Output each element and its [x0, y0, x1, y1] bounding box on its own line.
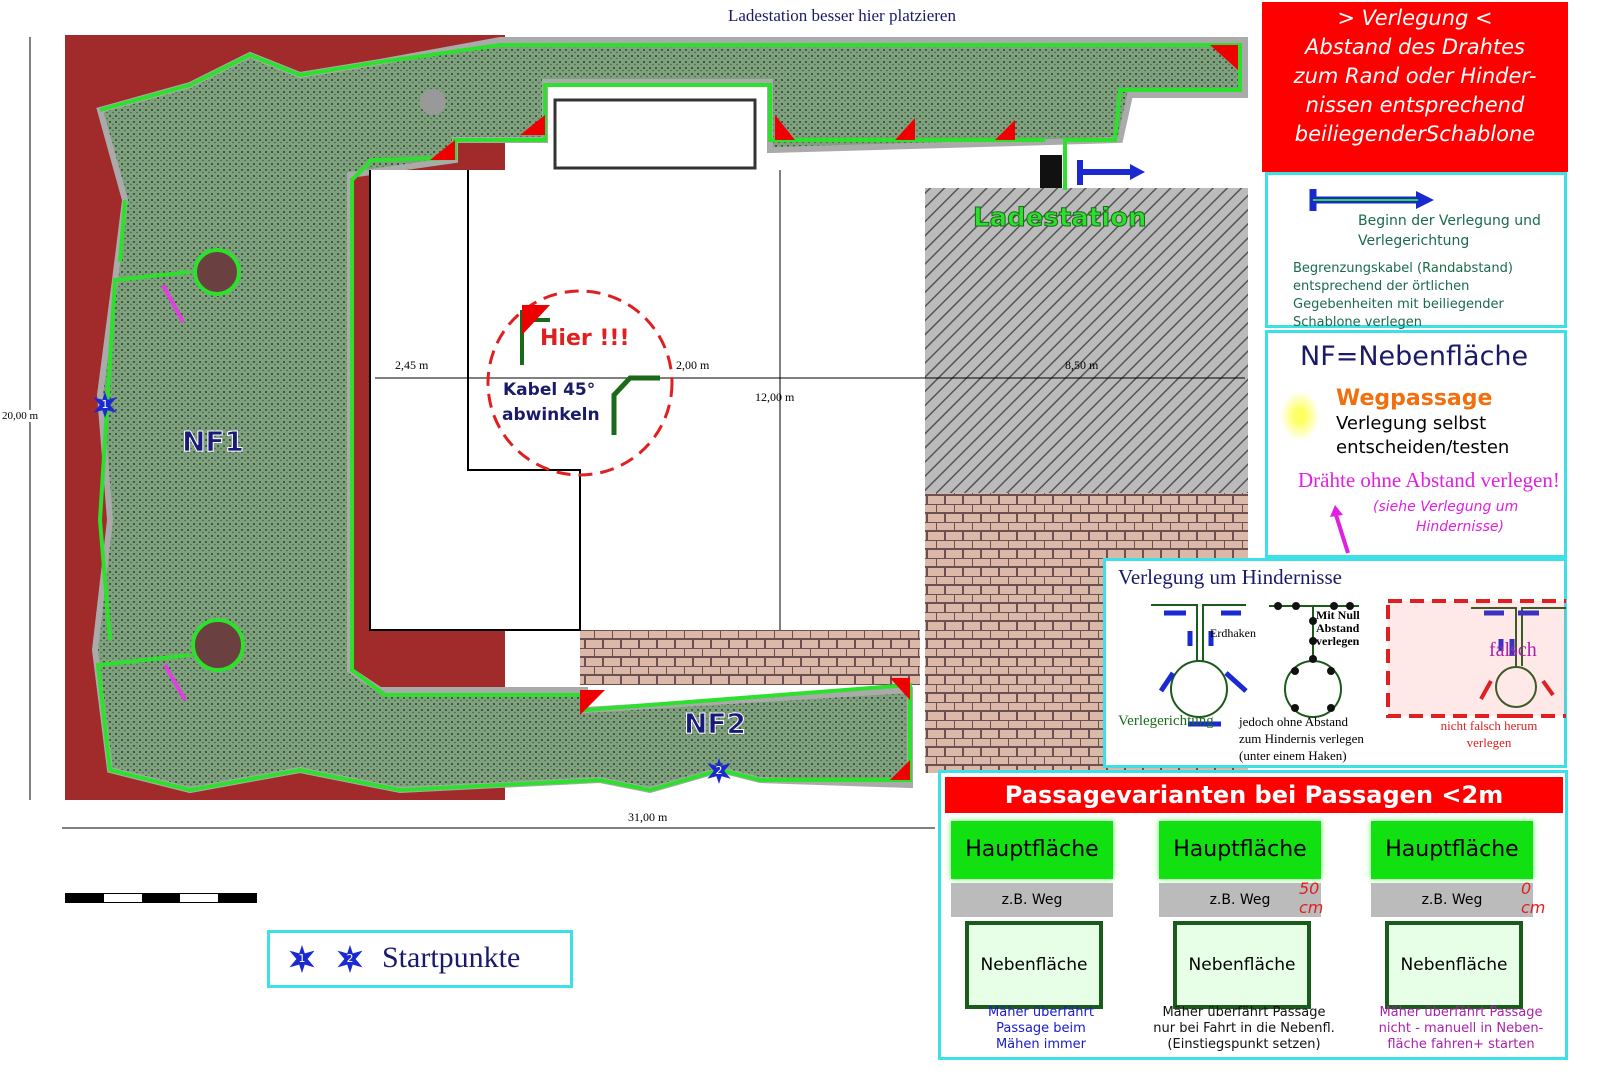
header-line: Abstand des Drahtes: [1305, 35, 1525, 59]
begin-text: Verlegerichtung: [1358, 233, 1470, 249]
gap-label: 50 cm: [1299, 879, 1324, 917]
caption-line: nicht - manuell in Neben-: [1378, 1021, 1544, 1036]
weg-label: z.B. Weg: [951, 883, 1113, 917]
hint-text: Kabel 45°: [503, 380, 596, 400]
caption-line: fläche fahren+ starten: [1387, 1037, 1535, 1052]
begin-note: entsprechend der örtlichen: [1293, 279, 1470, 294]
siehe-text: Hindernisse): [1416, 519, 1504, 535]
nf2-label: NF2: [683, 707, 747, 741]
nicht-text: verlegen: [1466, 735, 1512, 750]
nebenflaeche-label: Nebenfläche: [1385, 921, 1523, 1009]
hint-text: abwinkeln: [502, 405, 600, 425]
header-line: > Verlegung <: [1337, 6, 1493, 30]
siehe-text: (siehe Verlegung um: [1373, 499, 1519, 515]
hindernis-title: Verlegung um Hindernisse: [1118, 565, 1342, 589]
falsch-label: falsch: [1489, 639, 1537, 661]
caption-line: nur bei Fahrt in die Nebenfl.: [1153, 1021, 1335, 1036]
begin-note: Gegebenheiten mit beiliegender: [1293, 297, 1504, 312]
scale-bar: [65, 893, 257, 903]
passage-title: Passagevarianten bei Passagen <2m: [945, 777, 1563, 813]
hindernis-diagram: [1151, 599, 1566, 727]
dim-label: 8,50 m: [1065, 358, 1099, 372]
dim-label: 2,00 m: [676, 358, 710, 372]
begin-note: Begrenzungskabel (Randabstand): [1293, 261, 1513, 276]
caption-line: Mäher überfährt Passage: [1379, 1005, 1543, 1020]
nebenflaeche-label: Nebenfläche: [1173, 921, 1311, 1009]
startpunkte-label: Startpunkte: [382, 941, 521, 974]
weg-label: z.B. Weg: [1159, 883, 1321, 917]
begin-box: Beginn der Verlegung und Verlegerichtung…: [1265, 172, 1567, 330]
hauptflaeche-label: Hauptfläche: [1159, 821, 1321, 879]
station-label: Ladestation: [973, 203, 1148, 234]
null-label: Abstand: [1316, 621, 1360, 635]
magenta-arrow-icon: [1330, 505, 1350, 554]
ohne-text: jedoch ohne Abstand: [1239, 714, 1349, 729]
nf1-label: NF1: [181, 425, 245, 459]
hauptflaeche-label: Hauptfläche: [1371, 821, 1533, 879]
dim-label: 20,00 m: [2, 410, 39, 422]
passage-box: Passagevarianten bei Passagen <2m Hauptf…: [938, 770, 1568, 1060]
startpunkte-legend: 1 2 Startpunkte: [267, 930, 573, 988]
verlegerichtung-label: Verlegerichtung: [1118, 713, 1214, 729]
hauptflaeche-label: Hauptfläche: [951, 821, 1113, 879]
passage-variant: Hauptfläche z.B. Weg Nebenfläche 0 cm Mä…: [1371, 821, 1551, 1061]
header-line: beiliegenderSchablone: [1294, 122, 1536, 146]
gap-label: 0 cm: [1521, 879, 1546, 917]
nicht-text: nicht falsch herum: [1440, 718, 1538, 733]
caption-line: (Einstiegspunkt setzen): [1167, 1037, 1321, 1052]
wegpassage-highlight: [1280, 391, 1320, 441]
start-2-icon: 2: [337, 945, 363, 973]
hint-title: Hier !!!: [540, 326, 630, 351]
begin-arrow-icon: [1309, 189, 1434, 211]
header-line: nissen entsprechend: [1305, 93, 1525, 117]
nf-title: NF=Nebenfläche: [1300, 341, 1529, 372]
passage-variant: Hauptfläche z.B. Weg Nebenfläche Mäher ü…: [951, 821, 1131, 1061]
top-note: Ladestation besser hier platzieren: [728, 6, 956, 25]
header-box: > Verlegung < Abstand des Drahtes zum Ra…: [1262, 2, 1568, 172]
wegpassage-label: Wegpassage: [1336, 386, 1493, 411]
begin-text: Beginn der Verlegung und: [1358, 213, 1541, 229]
nebenflaeche-label: Nebenfläche: [965, 921, 1103, 1009]
caption-line: Mäher überfährt: [988, 1005, 1094, 1020]
drahte-text: Drähte ohne Abstand verlegen!: [1298, 468, 1560, 492]
ohne-text: (unter einem Haken): [1239, 748, 1347, 763]
hindernis-box: Verlegung um Hindernisse Verlegerichtung…: [1103, 558, 1567, 768]
header-line: zum Rand oder Hinder-: [1293, 64, 1537, 88]
ohne-text: zum Hindernis verlegen: [1239, 731, 1364, 746]
erdhaken-label: Erdhaken: [1210, 626, 1256, 640]
nf-box: NF=Nebenfläche Wegpassage Verlegung selb…: [1265, 330, 1567, 558]
passage-variant: Hauptfläche z.B. Weg Nebenfläche 50 cm M…: [1153, 821, 1339, 1061]
start-1-icon: 1: [289, 945, 315, 973]
null-label: verlegen: [1316, 634, 1360, 648]
wegpassage-text: entscheiden/testen: [1336, 437, 1510, 458]
dim-label: 31,00 m: [628, 810, 668, 824]
begin-note: Schablone verlegen: [1293, 315, 1422, 330]
dim-label: 12,00 m: [755, 390, 795, 404]
null-label: Mit Null: [1316, 608, 1360, 622]
caption-line: Mäher überfährt Passage: [1162, 1005, 1326, 1020]
weg-label: z.B. Weg: [1371, 883, 1533, 917]
caption-line: Passage beim: [996, 1021, 1086, 1036]
wegpassage-text: Verlegung selbst: [1336, 413, 1487, 434]
dim-label: 2,45 m: [395, 358, 429, 372]
caption-line: Mähen immer: [995, 1037, 1087, 1052]
